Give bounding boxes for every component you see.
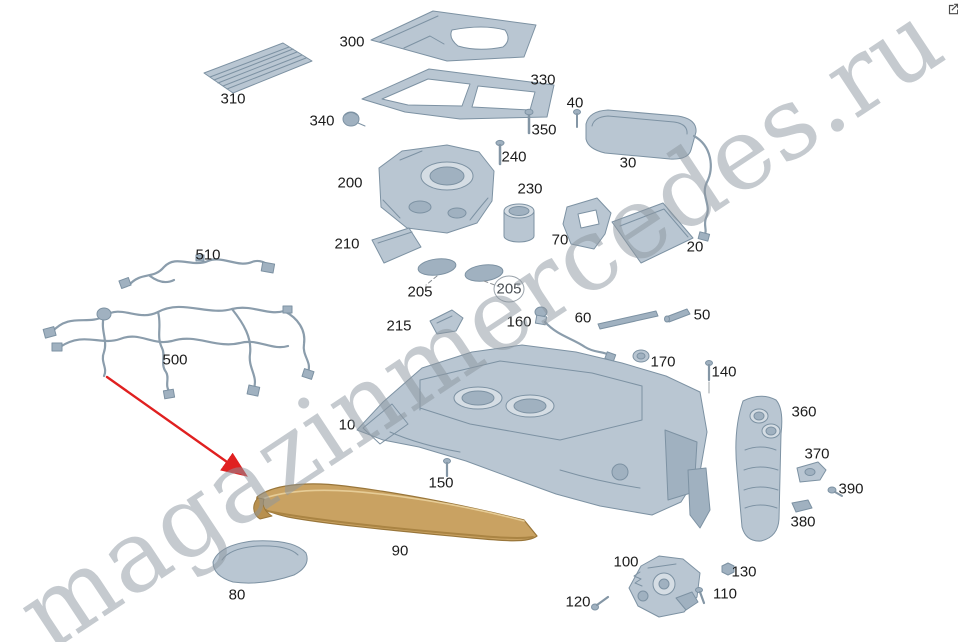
part-label-130: 130 [731,563,757,581]
part-label-100: 100 [613,553,639,571]
part-label-140: 140 [711,363,737,381]
part-240-screw [495,139,505,166]
part-label-500: 500 [162,351,188,369]
part-110-screw [695,587,706,605]
part-360-rear-panel [735,395,783,542]
part-label-205: 205 [407,283,433,301]
part-label-210: 210 [334,235,360,253]
part-140-screw [705,360,713,394]
part-label-380: 380 [790,513,816,531]
part-label-120: 120 [565,593,591,611]
part-label-160: 160 [506,313,532,331]
part-label-50: 50 [693,306,711,324]
part-40-screw [573,109,581,128]
part-350-screw [524,108,534,135]
part-label-330: 330 [530,71,556,89]
part-90-trim-strip-highlighted [253,483,538,542]
part-label-110: 110 [713,585,737,603]
part-150-screw [443,458,451,478]
part-label-240: 240 [501,148,527,166]
part-label-60: 60 [574,309,592,327]
part-label-80: 80 [228,586,246,604]
part-label-510: 510 [195,246,221,264]
part-label-150: 150 [428,474,454,492]
part-label-70: 70 [551,231,569,249]
part-120-screw [591,595,610,611]
part-label-205-circled: 205 [493,275,525,303]
part-200-upper-frame [378,144,495,234]
part-label-300: 300 [339,33,365,51]
part-370-bracket [796,461,827,483]
part-500-wiring-harness [42,305,315,400]
part-390-screw [827,486,843,497]
part-label-30: 30 [619,154,637,172]
external-link-icon[interactable] [946,2,958,16]
part-80-cover [212,540,308,584]
part-label-350: 350 [531,121,557,139]
part-label-40: 40 [566,94,584,112]
part-50-pin [664,308,691,323]
part-label-90: 90 [391,542,409,560]
part-30-armrest-lid [585,109,712,242]
part-100-bracket-mechanism [628,555,701,618]
part-label-390: 390 [838,480,864,498]
part-130-nut [721,562,735,576]
part-label-215: 215 [386,317,412,335]
part-label-10: 10 [338,416,356,434]
part-10-console-body [356,344,711,529]
part-label-200: 200 [337,174,363,192]
part-510-wiring-harness [118,254,276,289]
part-205-mats [417,258,504,288]
part-label-370: 370 [804,445,830,463]
highlight-arrow [105,375,248,477]
part-210-flap [371,227,422,264]
part-label-340: 340 [309,112,335,130]
part-300-cover-panel [370,10,537,62]
part-230-cupholder [503,203,535,243]
part-label-230: 230 [517,180,543,198]
part-60-rod [597,310,659,330]
part-20-side-panel [611,202,694,264]
part-340-knob [342,111,366,127]
part-70-bracket [562,197,612,250]
part-label-310: 310 [220,90,246,108]
part-label-360: 360 [791,403,817,421]
part-215-bracket [429,309,464,335]
part-170-grommet [632,349,650,363]
part-label-170: 170 [650,353,676,371]
part-380-clip [791,499,813,513]
part-label-20: 20 [686,238,704,256]
part-310-shutter [203,42,313,94]
